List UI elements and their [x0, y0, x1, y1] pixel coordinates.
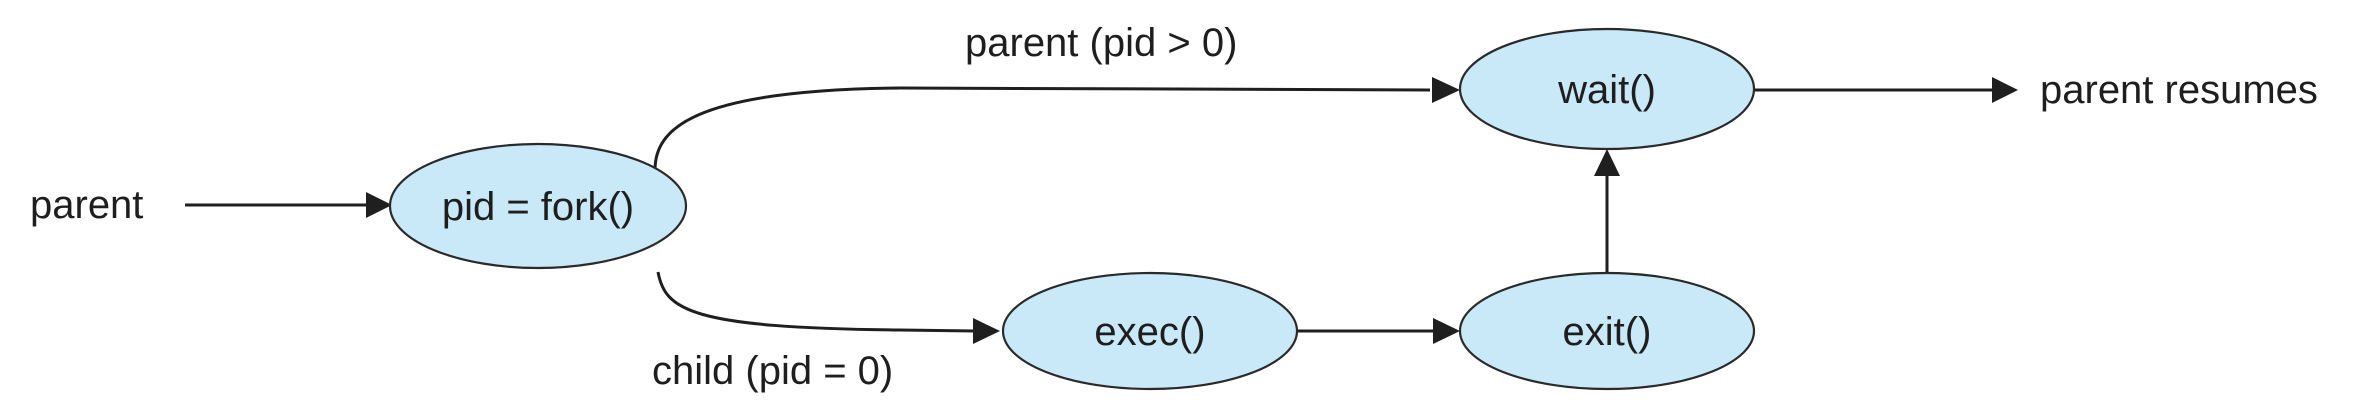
edge-fork-to-exec [656, 271, 976, 333]
edge-fork-to-wait [653, 86, 1431, 171]
node-exec-label: exec() [1094, 310, 1205, 354]
label-child-branch: child (pid = 0) [652, 349, 893, 393]
edges [185, 77, 2018, 344]
arrowhead-exit [1433, 318, 1460, 344]
label-parent-branch: parent (pid > 0) [965, 21, 1237, 65]
arrowhead-wait [1432, 77, 1460, 103]
node-fork-label: pid = fork() [442, 185, 634, 229]
node-fork-shape [388, 142, 688, 270]
node-wait-shape [1458, 27, 1756, 151]
node-exit-shape [1458, 271, 1756, 391]
node-exec-shape [1001, 271, 1299, 391]
node-exit: exit() [1458, 271, 1756, 391]
node-fork: pid = fork() [388, 142, 688, 270]
node-wait: wait() [1458, 27, 1756, 151]
arrowhead-exec [973, 318, 1000, 344]
arrowhead-fork [366, 192, 392, 218]
node-exit-label: exit() [1563, 310, 1652, 354]
node-exec: exec() [1001, 271, 1299, 391]
label-parent-resumes: parent resumes [2040, 68, 2318, 112]
label-parent-in: parent [30, 183, 143, 227]
node-wait-label: wait() [1557, 68, 1656, 112]
arrowhead-wait-from-exit [1594, 149, 1620, 176]
arrowhead-resumes [1992, 77, 2018, 103]
